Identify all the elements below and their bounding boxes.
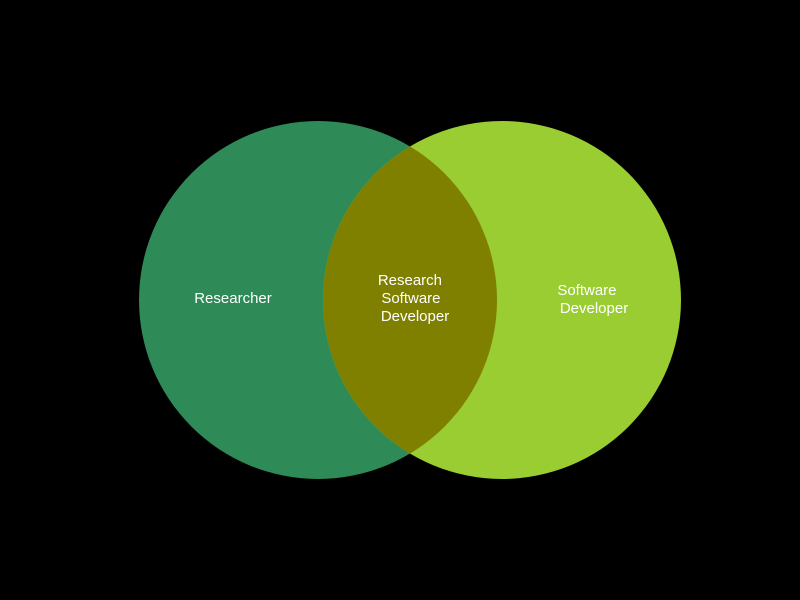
right-set-label-line-1: Software [557,282,616,299]
right-set-label: Software Developer [557,282,628,317]
intersection-label: Research Software Developer [378,272,449,325]
left-set-label-line: Researcher [194,290,272,307]
intersection-label-line-1: Research [378,272,442,289]
intersection-region [323,121,497,479]
intersection-label-line-2: Software [381,290,440,307]
left-set-label: Researcher [194,290,272,307]
right-set-label-line-2: Developer [560,300,628,317]
intersection-label-line-3: Developer [381,308,449,325]
